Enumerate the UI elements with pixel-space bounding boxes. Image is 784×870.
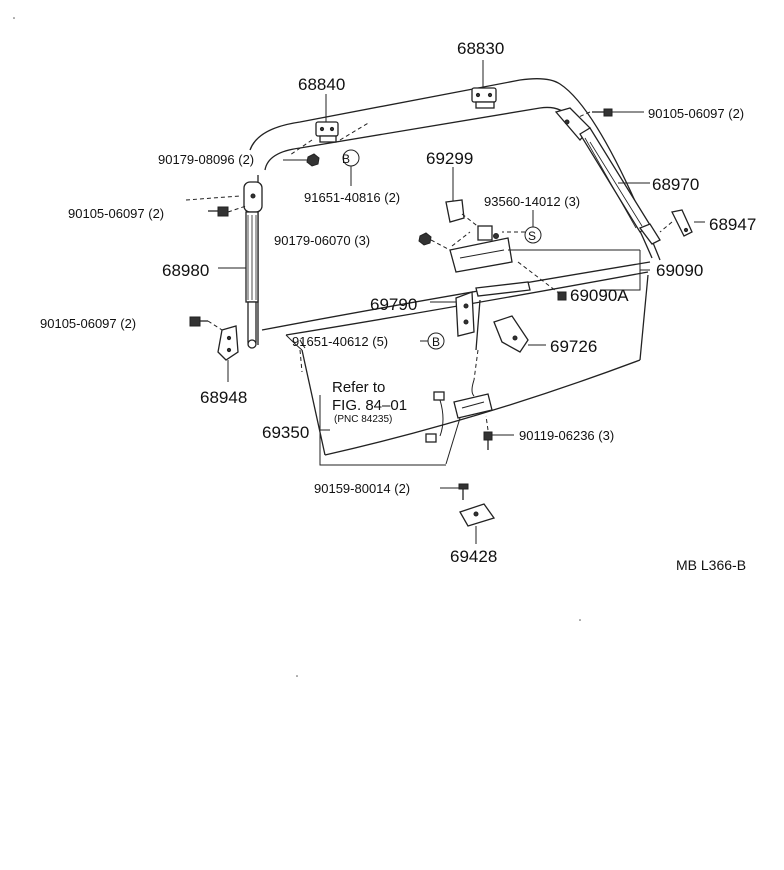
part-90105-top-bolt	[571, 108, 644, 121]
part-69428-bracket	[459, 503, 496, 544]
label-90179-08096: 90179-08096 (2)	[158, 152, 254, 167]
label-69726: 69726	[550, 337, 597, 356]
marker-b-upper	[342, 149, 360, 186]
marker-b-lower-text: B	[432, 335, 440, 349]
label-90159: 90159-80014 (2)	[314, 481, 410, 496]
part-90179-08096-nut	[283, 153, 320, 167]
bracket-69350	[319, 395, 446, 466]
label-90179-06070: 90179-06070 (3)	[274, 233, 370, 248]
label-90105-lower: 90105-06097 (2)	[40, 316, 136, 331]
label-69299: 69299	[426, 149, 473, 168]
label-69090: 69090	[656, 261, 703, 280]
label-91651-40612: 91651-40612 (5)	[292, 334, 388, 349]
speck	[579, 619, 581, 621]
label-91651-40816: 91651-40816 (2)	[304, 190, 400, 205]
part-90159-screw	[440, 483, 469, 500]
label-68947: 68947	[709, 215, 756, 234]
part-68840-hinge	[289, 94, 371, 156]
part-93560-screw	[502, 210, 542, 244]
part-69790-lock	[430, 281, 531, 381]
part-90179-06070-nut	[418, 232, 451, 251]
part-69090	[517, 250, 650, 301]
part-90119-bolt	[483, 415, 514, 450]
callout-lines	[299, 339, 306, 373]
label-69428: 69428	[450, 547, 497, 566]
refer-pnc-text: (PNC 84235)	[334, 414, 392, 425]
speck	[13, 17, 15, 19]
label-68830: 68830	[457, 39, 504, 58]
part-68980-strut	[218, 181, 263, 349]
label-69790: 69790	[370, 295, 417, 314]
part-68970-strut	[554, 107, 661, 245]
part-68947-bracket	[659, 209, 705, 237]
label-90105-top: 90105-06097 (2)	[648, 106, 744, 121]
label-68840: 68840	[298, 75, 345, 94]
part-latch-assembly	[449, 225, 640, 273]
marker-b-upper-text: B	[342, 152, 350, 166]
marker-s-text: S	[528, 229, 536, 243]
part-90105-lower-bolt	[189, 316, 223, 331]
diagram-code: MB L366-B	[676, 557, 746, 573]
part-69299-clip	[445, 167, 481, 229]
label-90105-left: 90105-06097 (2)	[68, 206, 164, 221]
part-handle	[425, 379, 493, 465]
marker-b-lower	[420, 332, 445, 350]
label-68970: 68970	[652, 175, 699, 194]
refer-fig-text: FIG. 84–01	[332, 397, 407, 414]
speck	[296, 675, 298, 677]
part-68830-hinge	[471, 60, 497, 109]
label-93560: 93560-14012 (3)	[484, 194, 580, 209]
label-68980: 68980	[162, 261, 209, 280]
part-68948-bracket	[217, 325, 239, 382]
label-68948: 68948	[200, 388, 247, 407]
part-69726-bracket	[493, 315, 546, 353]
refer-to-text: Refer to	[332, 379, 385, 396]
label-90119: 90119-06236 (3)	[519, 428, 614, 443]
label-69350: 69350	[262, 423, 309, 442]
part-90105-left-bolt	[185, 195, 247, 217]
label-69090A: 69090A	[570, 286, 629, 305]
